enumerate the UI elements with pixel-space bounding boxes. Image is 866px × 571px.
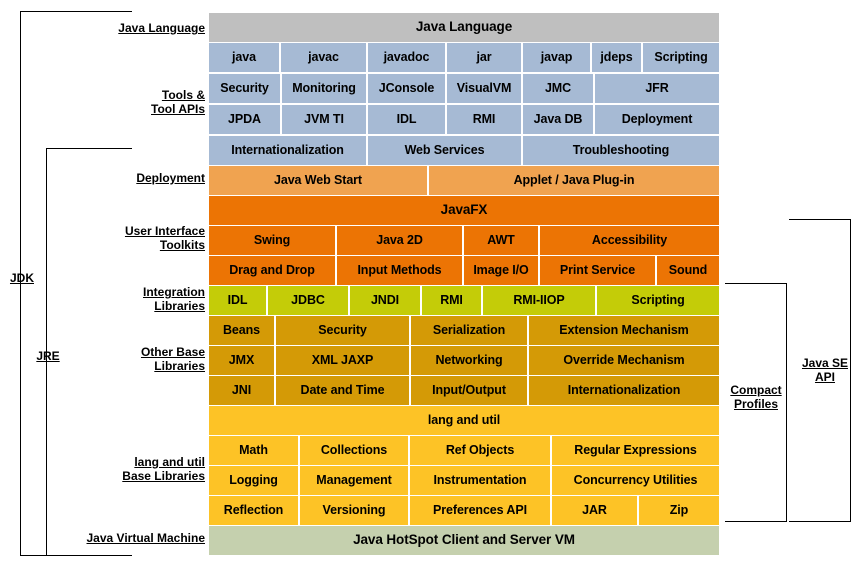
block-drag-and-drop[interactable]: Drag and Drop (209, 256, 335, 285)
block-idl-tools[interactable]: IDL (368, 105, 445, 134)
block-internationalization-base[interactable]: Internationalization (529, 376, 719, 405)
block-override-mechanism[interactable]: Override Mechanism (529, 346, 719, 375)
block-awt[interactable]: AWT (464, 226, 538, 255)
block-jmx[interactable]: JMX (209, 346, 274, 375)
block-concurrency-utilities[interactable]: Concurrency Utilities (552, 466, 719, 495)
block-monitoring[interactable]: Monitoring (282, 74, 366, 103)
block-extension-mechanism[interactable]: Extension Mechanism (529, 316, 719, 345)
block-lang-and-util[interactable]: lang and util (209, 406, 719, 435)
block-xml-jaxp[interactable]: XML JAXP (276, 346, 409, 375)
block-jpda[interactable]: JPDA (209, 105, 280, 134)
block-zip[interactable]: Zip (639, 496, 719, 525)
block-swing[interactable]: Swing (209, 226, 335, 255)
block-jni[interactable]: JNI (209, 376, 274, 405)
block-jndi[interactable]: JNDI (350, 286, 420, 315)
block-visualvm[interactable]: VisualVM (447, 74, 521, 103)
bracket-compact-profiles (725, 283, 787, 522)
block-ref-objects[interactable]: Ref Objects (410, 436, 550, 465)
row-label-deployment: Deployment (136, 171, 205, 185)
bracket-label-java-se-api: Java SE API (801, 356, 849, 385)
block-serialization[interactable]: Serialization (411, 316, 527, 345)
block-idl-integration[interactable]: IDL (209, 286, 266, 315)
block-jar[interactable]: jar (447, 43, 521, 72)
row-label-tools-and-tool-apis: Tools & Tool APIs (151, 88, 205, 117)
block-jdbc[interactable]: JDBC (268, 286, 348, 315)
block-rmi-tools[interactable]: RMI (447, 105, 521, 134)
row-label-java-virtual-machine: Java Virtual Machine (86, 531, 206, 545)
block-java[interactable]: java (209, 43, 279, 72)
block-troubleshooting[interactable]: Troubleshooting (523, 136, 719, 165)
block-sound[interactable]: Sound (657, 256, 719, 285)
block-scripting-tools[interactable]: Scripting (643, 43, 719, 72)
block-javadoc[interactable]: javadoc (368, 43, 445, 72)
block-java-db[interactable]: Java DB (523, 105, 593, 134)
bracket-jre (46, 148, 132, 556)
block-beans[interactable]: Beans (209, 316, 274, 345)
row-label-other-base-libraries: Other Base Libraries (140, 345, 205, 374)
bracket-label-jdk: JDK (9, 271, 34, 285)
block-jdeps[interactable]: jdeps (592, 43, 641, 72)
bracket-label-jre: JRE (36, 349, 60, 363)
block-jmc[interactable]: JMC (523, 74, 593, 103)
block-javac[interactable]: javac (281, 43, 366, 72)
block-regular-expressions[interactable]: Regular Expressions (552, 436, 719, 465)
block-security-tools[interactable]: Security (209, 74, 280, 103)
block-deployment-tools[interactable]: Deployment (595, 105, 719, 134)
block-instrumentation[interactable]: Instrumentation (410, 466, 550, 495)
block-print-service[interactable]: Print Service (540, 256, 655, 285)
block-image-io[interactable]: Image I/O (464, 256, 538, 285)
block-collections[interactable]: Collections (300, 436, 408, 465)
block-java-language[interactable]: Java Language (209, 13, 719, 42)
row-label-user-interface-toolkits: User Interface Toolkits (124, 224, 205, 253)
bracket-label-compact-profiles: Compact Profiles (730, 383, 782, 412)
block-versioning[interactable]: Versioning (300, 496, 408, 525)
block-jvm-ti[interactable]: JVM TI (282, 105, 366, 134)
block-jconsole[interactable]: JConsole (368, 74, 445, 103)
block-networking[interactable]: Networking (411, 346, 527, 375)
block-reflection[interactable]: Reflection (209, 496, 298, 525)
block-input-methods[interactable]: Input Methods (337, 256, 462, 285)
row-label-integration-libraries: Integration Libraries (143, 285, 205, 314)
block-management[interactable]: Management (300, 466, 408, 495)
row-label-lang-and-util-base-libraries: lang and util Base Libraries (122, 455, 205, 484)
block-javap[interactable]: javap (523, 43, 590, 72)
block-input-output[interactable]: Input/Output (411, 376, 527, 405)
block-scripting-integration[interactable]: Scripting (597, 286, 719, 315)
block-accessibility[interactable]: Accessibility (540, 226, 719, 255)
block-rmi-integration[interactable]: RMI (422, 286, 481, 315)
block-internationalization-tools[interactable]: Internationalization (209, 136, 366, 165)
block-java-web-start[interactable]: Java Web Start (209, 166, 427, 195)
block-java-2d[interactable]: Java 2D (337, 226, 462, 255)
block-math[interactable]: Math (209, 436, 298, 465)
block-preferences-api[interactable]: Preferences API (410, 496, 550, 525)
block-web-services[interactable]: Web Services (368, 136, 521, 165)
block-jar[interactable]: JAR (552, 496, 637, 525)
block-logging[interactable]: Logging (209, 466, 298, 495)
block-jfr[interactable]: JFR (595, 74, 719, 103)
block-rmi-iiop[interactable]: RMI-IIOP (483, 286, 595, 315)
block-security-base[interactable]: Security (276, 316, 409, 345)
block-javafx[interactable]: JavaFX (209, 196, 719, 225)
block-date-and-time[interactable]: Date and Time (276, 376, 409, 405)
block-java-hotspot-vm[interactable]: Java HotSpot Client and Server VM (209, 526, 719, 555)
bracket-java-se-api (789, 219, 851, 522)
block-applet-java-plug-in[interactable]: Applet / Java Plug-in (429, 166, 719, 195)
row-label-java-language: Java Language (118, 21, 205, 35)
